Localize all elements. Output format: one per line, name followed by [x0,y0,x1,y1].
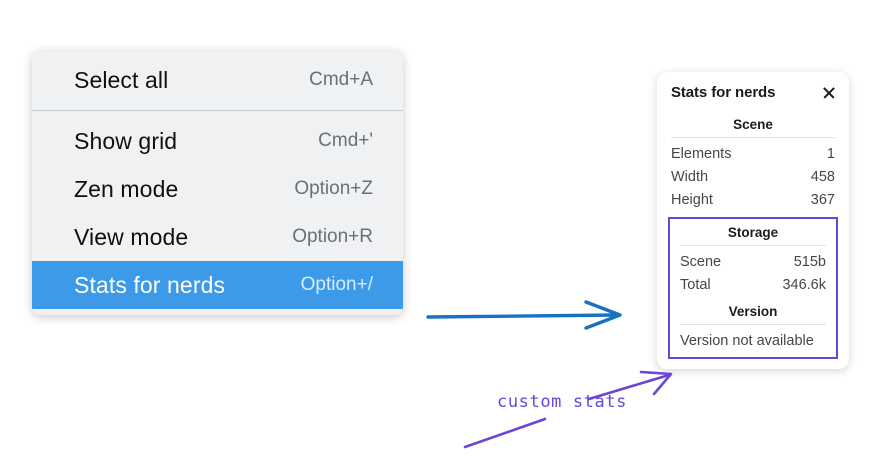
custom-stats-annotation-label: custom stats [497,392,628,412]
stat-value: 367 [810,191,835,208]
stat-value: 1 [826,145,835,162]
close-icon[interactable] [821,85,837,101]
stats-for-nerds-panel: Stats for nerds Scene Elements 1 Width 4… [657,72,849,369]
menu-item-shortcut: Option+Z [294,178,373,199]
stat-key: Height [671,191,713,208]
menu-item-label: Zen mode [74,175,179,202]
stat-row: Width 458 [671,165,835,188]
menu-item-view-mode[interactable]: View mode Option+R [32,213,403,261]
divider [680,324,826,325]
stat-value: 458 [810,168,835,185]
menu-item-shortcut: Cmd+A [309,69,373,90]
stat-row: Total 346.6k [680,273,826,296]
context-menu[interactable]: Select all Cmd+A Show grid Cmd+' Zen mod… [32,51,403,315]
stat-key: Total [680,276,711,293]
stat-key: Elements [671,145,732,162]
menu-section-1: Select all Cmd+A [32,56,403,110]
panel-title: Stats for nerds [671,84,776,101]
divider [680,245,826,246]
menu-item-zen-mode[interactable]: Zen mode Option+Z [32,165,403,213]
menu-item-label: Show grid [74,127,178,154]
version-text: Version not available [680,333,814,349]
stat-row: Height 367 [671,188,835,211]
arrow-menu-to-panel [426,300,622,330]
stat-value: 515b [793,253,826,270]
menu-item-select-all[interactable]: Select all Cmd+A [32,56,403,104]
storage-section-heading: Storage [727,225,779,240]
menu-item-label: Stats for nerds [74,271,226,298]
menu-item-shortcut: Cmd+' [318,130,373,151]
custom-stats-region: Storage Scene 515b Total 346.6k Version … [668,217,838,359]
menu-item-label: Select all [74,66,169,93]
menu-item-stats-for-nerds[interactable]: Stats for nerds Option+/ [32,261,403,309]
stat-value: 346.6k [782,276,826,293]
menu-item-shortcut: Option+R [292,226,373,247]
stat-key: Width [671,168,709,185]
stat-key: Scene [680,253,722,270]
version-section-heading: Version [728,304,778,319]
divider [671,137,835,138]
menu-item-show-grid[interactable]: Show grid Cmd+' [32,117,403,165]
stat-row: Scene 515b [680,250,826,273]
scene-section-heading: Scene [733,117,773,132]
menu-item-shortcut: Option+/ [300,274,373,295]
panel-header: Stats for nerds [657,84,849,101]
stats-body: Scene Elements 1 Width 458 Height 367 St… [657,115,849,359]
menu-section-2: Show grid Cmd+' Zen mode Option+Z View m… [32,110,403,309]
menu-item-label: View mode [74,223,189,250]
stroke-under-note [463,417,547,449]
stat-row: Elements 1 [671,142,835,165]
